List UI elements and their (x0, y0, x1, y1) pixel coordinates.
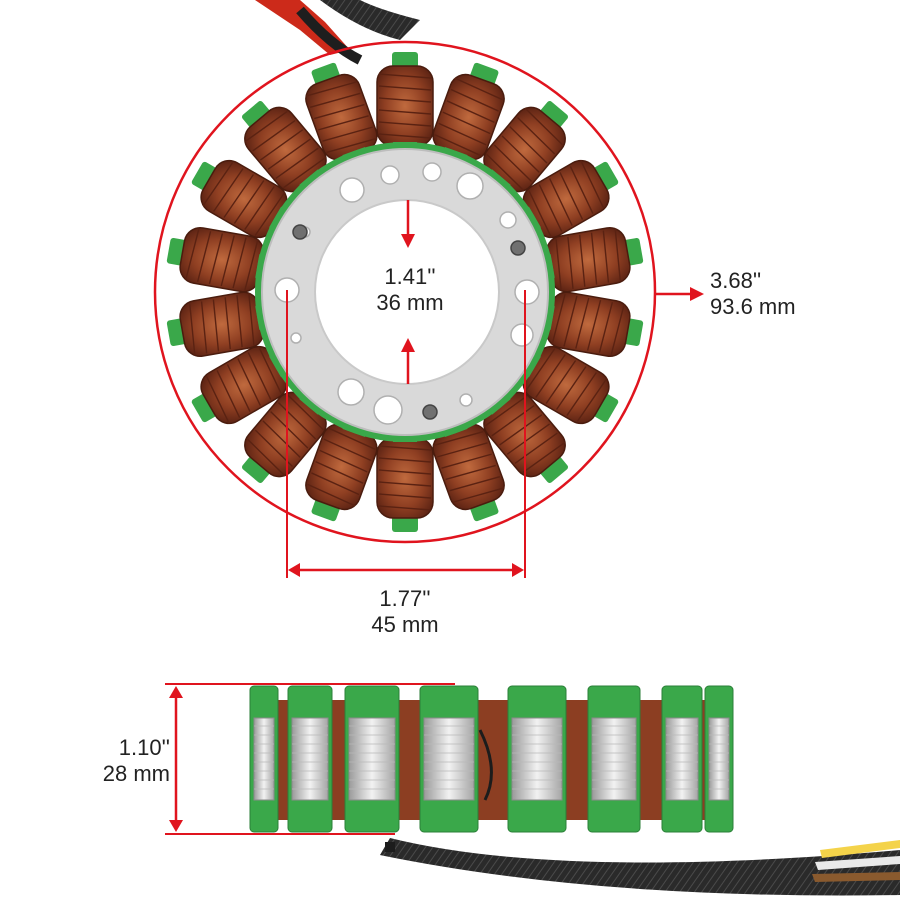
stator-coil (518, 345, 619, 425)
stator-coil (166, 226, 272, 293)
lamination-column (249, 685, 279, 833)
inner-diameter-inch: 1.41'' (384, 264, 436, 289)
height-inch: 1.10'' (118, 735, 170, 760)
lamination-columns (249, 685, 734, 833)
plate-hole (380, 165, 400, 185)
stator-coil (305, 417, 378, 522)
plate-holes (274, 162, 540, 425)
plate-hole (510, 323, 534, 347)
plate-hole (514, 279, 540, 305)
plate-hole (337, 378, 365, 406)
lamination-column (661, 685, 703, 833)
stator-coil (305, 62, 378, 167)
stator-coil (432, 62, 505, 167)
outer-diameter-inch: 3.68'' (710, 268, 762, 293)
outer-diameter-mm: 93.6 mm (710, 294, 796, 319)
lamination-column (507, 685, 567, 833)
stator-coil (376, 430, 434, 532)
rivet (292, 224, 308, 240)
stator-top-view (153, 40, 704, 578)
side-bottom-harness (380, 838, 900, 896)
height-label: 1.10'' 28 mm (70, 735, 170, 787)
plate-hole (499, 211, 517, 229)
stator-coil (538, 291, 644, 358)
outer-boundary-circle (153, 40, 657, 544)
side-lead-wire (478, 729, 493, 801)
outer-diameter-arrow (655, 287, 704, 301)
inner-diameter-label: 1.41'' 36 mm (345, 264, 475, 316)
lamination-column (704, 685, 734, 833)
inner-diameter-arrows (401, 200, 415, 384)
rivet (510, 240, 526, 256)
height-mm: 28 mm (102, 761, 170, 786)
plate-hole (456, 172, 484, 200)
lamination-column (287, 685, 333, 833)
rivet (422, 404, 438, 420)
plate-hole (339, 177, 365, 203)
stator-coil (376, 52, 434, 154)
height-dimension (165, 683, 455, 835)
plate-hole (373, 395, 403, 425)
plate-hole (459, 393, 473, 407)
lamination-column (344, 685, 400, 833)
side-coil-band (262, 700, 730, 820)
inner-diameter-mm: 36 mm (376, 290, 444, 315)
top-wire-harness (255, 0, 420, 65)
outer-diameter-label: 3.68'' 93.6 mm (710, 268, 830, 320)
stator-side-view (165, 683, 900, 896)
bolt-spacing-label: 1.77'' 45 mm (345, 586, 465, 638)
lamination-column (587, 685, 641, 833)
bolt-spacing-dimension (286, 290, 526, 578)
bolt-spacing-inch: 1.77'' (379, 586, 431, 611)
lamination-column (419, 685, 479, 833)
plate-hole (290, 332, 302, 344)
bolt-spacing-mm: 45 mm (371, 612, 439, 637)
plate-hole (422, 162, 442, 182)
